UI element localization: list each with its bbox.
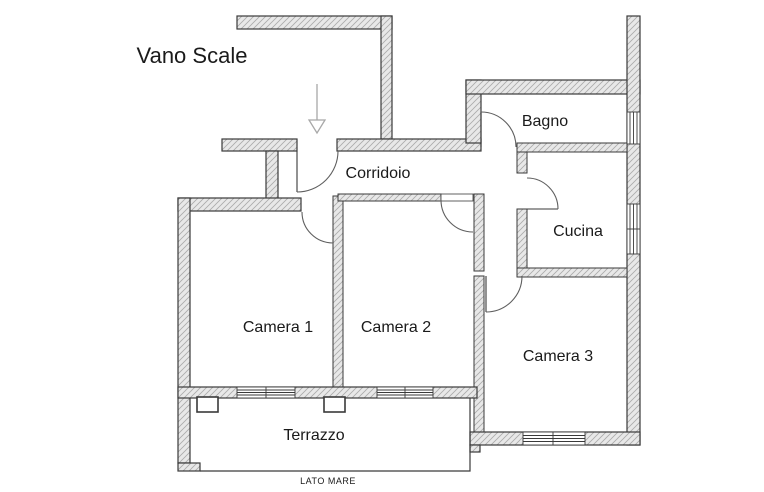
wall-west-outer [177,197,191,464]
wall-vano-scale-right [380,15,393,140]
windows [236,111,641,446]
wall-bagno-top [465,79,641,95]
label-bagno: Bagno [522,113,568,130]
label-camera3: Camera 3 [523,348,593,365]
door-camera3 [485,275,523,313]
door-camera1 [301,211,334,244]
stairs-down-arrow-icon [307,84,327,135]
window-bagno [626,111,641,145]
terrazzo-pillar-left [196,396,219,413]
terrazzo-pillar-right [323,396,346,413]
window-camera2 [376,386,434,399]
label-lato-mare: LATO MARE [300,476,356,486]
label-terrazzo: Terrazzo [283,427,344,444]
window-camera3 [522,431,586,446]
wall-vano-scale-top [236,15,393,30]
wall-camera2-east [473,193,485,272]
terrazzo-edge-line [200,398,471,472]
wall-camera1-camera2 [332,195,344,388]
threshold-camera2-door [440,193,474,202]
door-cucina [526,177,559,210]
wall-camera2-top [337,193,442,202]
label-camera1: Camera 1 [243,319,313,336]
wall-camera1-top [177,197,302,212]
wall-corridor-top-east [336,138,482,152]
wall-bagno-bottom [516,142,628,153]
label-corridoio: Corridoio [346,165,411,182]
walls [177,15,641,472]
wall-cucina-bottom [516,267,628,278]
window-camera1 [236,386,296,399]
window-cucina [626,203,641,255]
terrazzo-structure [196,396,471,472]
wall-camera3-bottom-foot [469,444,481,453]
wall-cucina-west-lower [516,208,528,270]
door-camera2 [440,199,474,233]
wall-corridor-top-west [221,138,298,152]
label-vano-scale: Vano Scale [137,43,248,68]
wall-camera3-west [473,275,485,433]
room-labels: Vano Scale Corridoio Bagno Cucina Camera… [137,43,603,486]
door-bagno [480,111,517,148]
label-cucina: Cucina [553,223,603,240]
door-entrance [296,150,339,193]
doors [296,111,559,313]
wall-cucina-west-upper [516,151,528,174]
wall-west-outer-foot [177,462,201,472]
label-camera2: Camera 2 [361,319,431,336]
